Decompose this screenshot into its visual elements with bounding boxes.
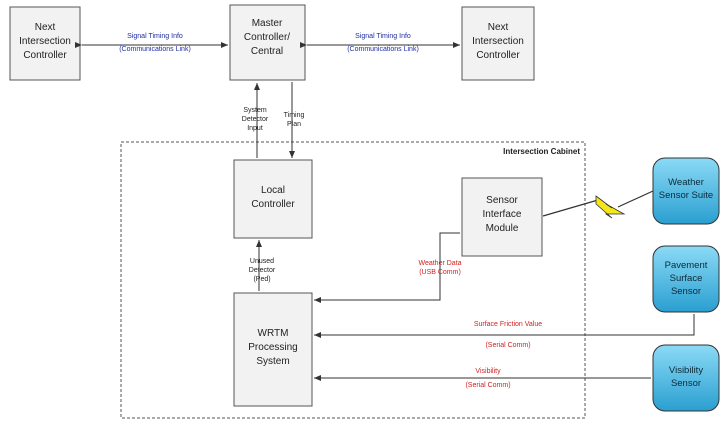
signal-timing-label-right: Signal Timing Info(Communications Link) <box>347 33 419 53</box>
visibility-label: Visibility(Serial Comm) <box>465 368 510 389</box>
cabinet-title: Intersection Cabinet <box>503 147 580 156</box>
signal-timing-label-left: Signal Timing Info(Communications Link) <box>119 33 191 53</box>
weather-data-label: Weather Data(USB Comm) <box>418 260 461 276</box>
wireless-link-bolt-icon <box>542 190 654 219</box>
intersection-cabinet <box>120 141 586 419</box>
link-surface-friction <box>314 314 695 338</box>
link-weather-data <box>314 232 460 303</box>
surface-friction-label: Surface Friction Value(Serial Comm) <box>474 321 542 349</box>
